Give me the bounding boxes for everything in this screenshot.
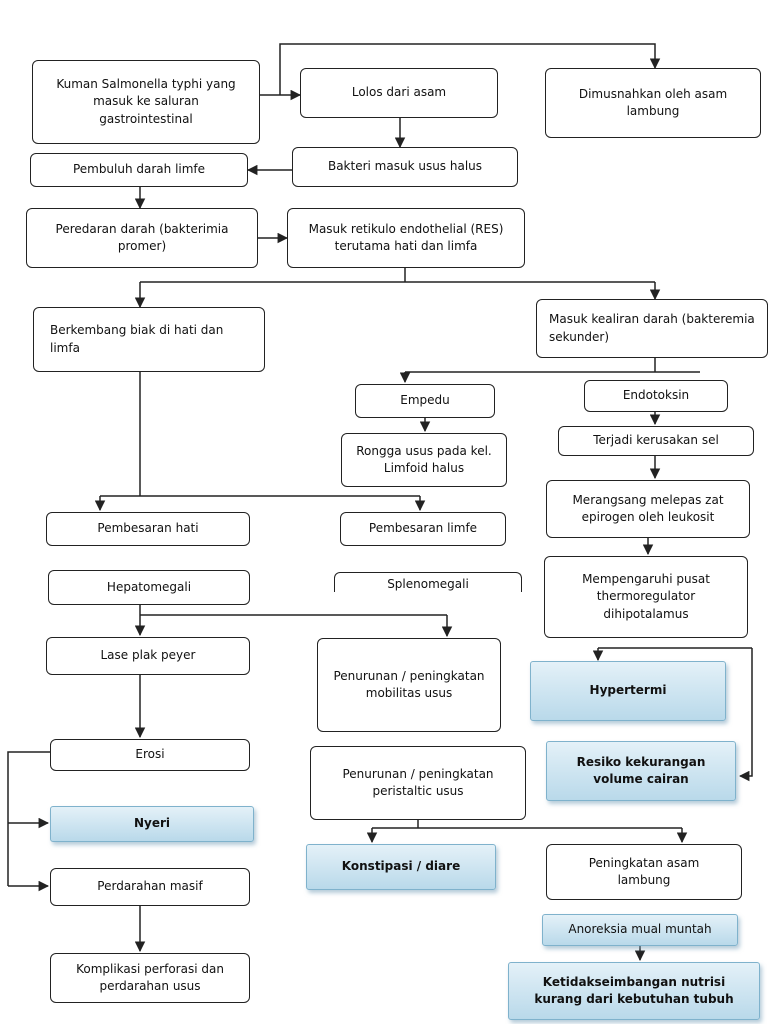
node-lolos-dari-asam: Lolos dari asam [300, 68, 498, 118]
node-endotoksin: Endotoksin [584, 380, 728, 412]
node-erosi: Erosi [50, 739, 250, 771]
node-perdarahan-masif: Perdarahan masif [50, 868, 250, 906]
node-kuman-salmonella: Kuman Salmonella typhi yang masuk ke sal… [32, 60, 260, 144]
node-peristaltic-usus: Penurunan / peningkatan peristaltic usus [310, 746, 526, 820]
node-dimusnahkan: Dimusnahkan oleh asam lambung [545, 68, 761, 138]
node-lase-plak-peyer: Lase plak peyer [46, 637, 250, 675]
node-merangsang: Merangsang melepas zat epirogen oleh leu… [546, 480, 750, 538]
node-pembesaran-hati: Pembesaran hati [46, 512, 250, 546]
node-berkembang-biak: Berkembang biak di hati dan limfa [33, 307, 265, 372]
node-res: Masuk retikulo endothelial (RES) terutam… [287, 208, 525, 268]
node-empedu: Empedu [355, 384, 495, 418]
node-hypertermi: Hypertermi [530, 661, 726, 721]
node-masuk-kealiran-darah: Masuk kealiran darah (bakteremia sekunde… [536, 299, 768, 358]
node-bakteri-usus-halus: Bakteri masuk usus halus [292, 147, 518, 187]
node-resiko-kekurangan-cairan: Resiko kekurangan volume cairan [546, 741, 736, 801]
node-mempengaruhi: Mempengaruhi pusat thermoregulator dihip… [544, 556, 748, 638]
node-nyeri: Nyeri [50, 806, 254, 842]
node-anoreksia: Anoreksia mual muntah [542, 914, 738, 946]
node-splenomegali: Splenomegali [334, 572, 522, 592]
node-kerusakan-sel: Terjadi kerusakan sel [558, 426, 754, 456]
node-konstipasi-diare: Konstipasi / diare [306, 844, 496, 890]
node-ketidakseimbangan-nutrisi: Ketidakseimbangan nutrisi kurang dari ke… [508, 962, 760, 1020]
node-peredaran-darah: Peredaran darah (bakterimia promer) [26, 208, 258, 268]
node-komplikasi-perforasi: Komplikasi perforasi dan perdarahan usus [50, 953, 250, 1003]
node-rongga-usus: Rongga usus pada kel. Limfoid halus [341, 433, 507, 487]
node-mobilitas-usus: Penurunan / peningkatan mobilitas usus [317, 638, 501, 732]
node-hepatomegali: Hepatomegali [48, 570, 250, 605]
node-peningkatan-asam-lambung: Peningkatan asam lambung [546, 844, 742, 900]
node-pembuluh-darah-limfe: Pembuluh darah limfe [30, 153, 248, 187]
node-pembesaran-limfe: Pembesaran limfe [340, 512, 506, 546]
